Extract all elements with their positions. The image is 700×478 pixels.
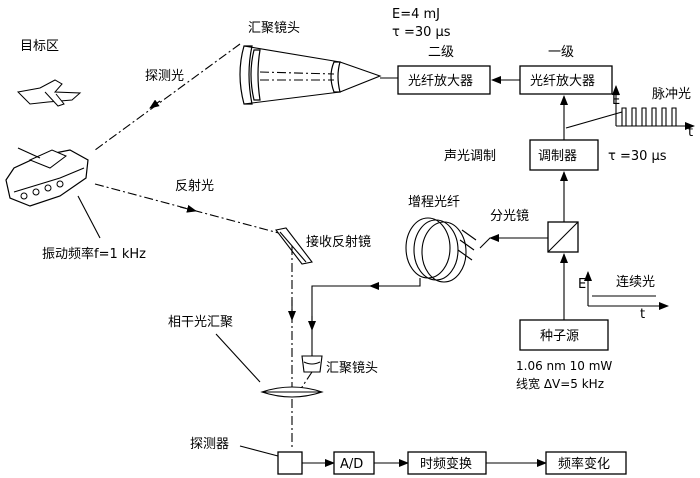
amp2-label: 光纤放大器	[408, 74, 473, 89]
lens-icon	[239, 45, 382, 105]
delay-fiber-label: 增程光纤	[408, 195, 460, 210]
vibration-leader-line	[77, 195, 101, 239]
seed-spec2-label: 线宽 ΔV=5 kHz	[516, 376, 604, 391]
tank-icon	[5, 147, 89, 207]
pulse-waveform	[612, 85, 695, 130]
ad-label: A/D	[340, 457, 363, 472]
fiber-coil-icon	[405, 217, 477, 283]
reflected-light-arrow	[179, 204, 197, 213]
energy-label: E=4 mJ	[392, 7, 440, 22]
jet-icon	[16, 79, 82, 107]
reflected-light-label: 反射光	[175, 178, 214, 194]
mirror-icon	[275, 227, 313, 265]
cw-E-label: E	[578, 277, 586, 292]
pulse-leader-line	[565, 111, 623, 129]
cw-t-label: t	[640, 307, 645, 322]
bottom-focus-lens-icon	[301, 355, 323, 373]
coherent-lens-icon	[260, 386, 324, 398]
detector-label: 探测器	[190, 437, 229, 452]
detector-leader-line	[239, 445, 279, 457]
coherent-focus-label: 相干光汇聚	[168, 315, 233, 330]
vibration-frequency-label: 振动频率f=1 kHz	[42, 246, 146, 262]
modulator-label: 调制器	[538, 149, 577, 164]
amp2-box	[397, 65, 491, 95]
receive-mirror-label: 接收反射镜	[306, 234, 371, 250]
detector-box	[277, 451, 303, 475]
stage1-label: 一级	[548, 45, 574, 60]
pulse-light-label: 脉冲光	[652, 87, 691, 102]
time-freq-label: 时频变换	[420, 456, 472, 472]
stage2-label: 二级	[428, 45, 454, 60]
tau-top-label: τ =30 μs	[392, 25, 451, 40]
probe-light-arrow	[149, 99, 161, 109]
lo-fiber-path	[311, 278, 421, 356]
focus-lens-top-label: 汇聚镜头	[248, 21, 300, 36]
pulse-E-label: E	[612, 93, 620, 108]
splitter-fiber-join	[479, 237, 491, 249]
cw-light-label: 连续光	[616, 274, 655, 290]
lens-internal-beam	[259, 71, 335, 81]
probe-light-beam	[94, 43, 241, 151]
splitter-label: 分光镜	[490, 209, 529, 224]
seed-spec1-label: 1.06 nm 10 mW	[516, 359, 612, 373]
ao-mod-label: 声光调制	[444, 149, 496, 164]
freq-change-box	[545, 451, 627, 475]
tau-mid-label: τ =30 μs	[608, 149, 667, 164]
probe-light-label: 探测光	[145, 69, 184, 84]
focus-lens-bottom-label: 汇聚镜头	[326, 361, 378, 376]
amp1-label: 光纤放大器	[530, 74, 595, 89]
cw-waveform	[584, 271, 669, 310]
target-zone-label: 目标区	[20, 39, 59, 54]
seed-source-label: 种子源	[540, 329, 579, 344]
lo-beam-to-coherent	[299, 371, 313, 391]
beam-splitter-icon	[547, 221, 579, 253]
pulse-t-label: t	[688, 125, 693, 140]
freq-change-label: 频率变化	[558, 456, 610, 472]
seed-source-box	[519, 319, 609, 351]
coherent-leader-line	[215, 333, 261, 383]
